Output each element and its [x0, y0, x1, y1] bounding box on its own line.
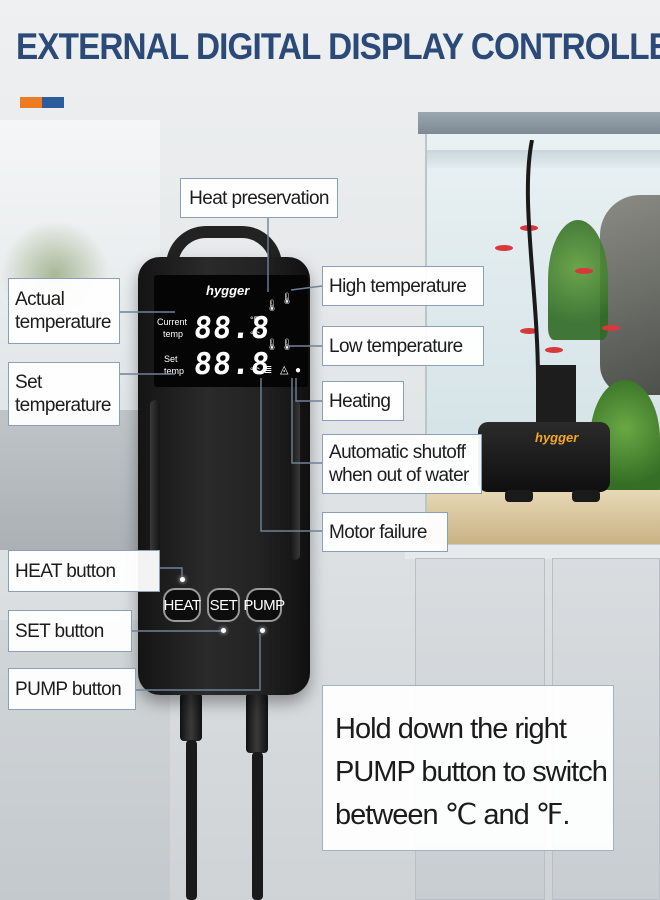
callout-heat-button-text: HEAT button [15, 560, 116, 582]
page-title: EXTERNAL DIGITAL DISPLAY CONTROLLER [16, 26, 660, 67]
note-line3: between ℃ and ℉. [335, 799, 570, 831]
cabinet-top [405, 544, 660, 559]
unit-switch-note: Hold down the right PUMP button to switc… [322, 685, 614, 851]
callout-auto-shutoff: Automatic shutoff when out of water [322, 434, 482, 494]
pump-button[interactable]: PUMP [243, 588, 285, 622]
callout-auto-shutoff-line2: when out of water [329, 465, 469, 486]
heat-indicator-led [180, 577, 185, 582]
pump-foot [572, 490, 600, 502]
heat-preservation-icon: 🌡 [265, 300, 279, 312]
cable-right [252, 752, 263, 900]
callout-actual-temperature-line2: temperature [15, 312, 111, 333]
callout-auto-shutoff-text: Automatic shutoff when out of water [329, 441, 469, 487]
high-temperature-icon: 🌡 [280, 293, 294, 305]
unit-f-indicator: °F [250, 315, 260, 325]
aquarium-sand [427, 490, 660, 544]
device-grip-right [290, 400, 300, 560]
callout-heating-text: Heating [329, 390, 391, 412]
device-brand: hygger [206, 283, 250, 298]
accent-bar-orange [20, 97, 42, 108]
pump-body [478, 422, 610, 492]
callout-pump-button-text: PUMP button [15, 678, 122, 700]
water-surface [427, 150, 660, 168]
set-temp-label-line2: temp [164, 366, 185, 376]
accent-bar-blue [42, 97, 64, 108]
callout-actual-temperature: Actual temperature [8, 278, 120, 344]
callout-low-temperature: Low temperature [322, 326, 484, 366]
pump-brand: hygger [535, 430, 579, 445]
callout-actual-temperature-line1: Actual [15, 289, 65, 310]
auto-shutoff-icon: ● [295, 365, 302, 376]
cable-connector-left [180, 693, 202, 741]
unit-c-indicator-2: °C [250, 366, 261, 376]
device-grip-left [150, 400, 160, 560]
set-indicator-led [221, 628, 226, 633]
callout-heat-button: HEAT button [8, 550, 160, 592]
aquarium-lid [418, 112, 660, 134]
current-temp-label-line2: temp [163, 329, 184, 339]
callout-heat-preservation-text: Heat preservation [189, 187, 329, 209]
callout-auto-shutoff-line1: Automatic shutoff [329, 442, 466, 463]
fish [602, 325, 620, 331]
current-temp-label-line1: Current [157, 317, 188, 327]
fish [495, 245, 513, 251]
aquarium-plant [548, 220, 608, 340]
fish [545, 347, 563, 353]
set-button[interactable]: SET [207, 588, 240, 622]
current-temp-label: Current temp [157, 316, 187, 340]
callout-set-temperature-line2: temperature [15, 395, 111, 416]
pump-indicator-led [260, 628, 265, 633]
callout-heating: Heating [322, 381, 404, 421]
callout-motor-failure-text: Motor failure [329, 521, 427, 543]
aquarium-rock [600, 195, 660, 395]
callout-set-button-text: SET button [15, 620, 104, 642]
callout-set-temperature-text: Set temperature [15, 371, 111, 417]
low-temperature-icon: 🌡 [280, 339, 294, 351]
pump-neck [536, 365, 576, 425]
cable-connector-right [246, 693, 268, 753]
callout-high-temperature: High temperature [322, 266, 484, 306]
callout-actual-temperature-text: Actual temperature [15, 288, 111, 334]
note-line1: Hold down the right [335, 713, 567, 745]
callout-low-temperature-text: Low temperature [329, 335, 463, 357]
callout-set-temperature: Set temperature [8, 362, 120, 426]
callout-set-temperature-line1: Set [15, 372, 42, 393]
furniture-blur [0, 410, 150, 550]
callout-set-button: SET button [8, 610, 132, 652]
fish [575, 268, 593, 274]
pump-tube [525, 140, 540, 380]
fish [520, 328, 538, 334]
motor-failure-icon: ≣ [264, 365, 273, 376]
heat-button[interactable]: HEAT [163, 588, 201, 622]
pump-foot [505, 490, 533, 502]
note-line2: PUMP button to switch [335, 756, 608, 788]
set-temp-label-line1: Set [164, 354, 178, 364]
thermometer-icon: 🌡 [265, 339, 279, 351]
callout-heat-preservation: Heat preservation [180, 178, 338, 218]
callout-motor-failure: Motor failure [322, 512, 448, 552]
heating-icon: ◬ [280, 364, 289, 376]
callout-pump-button: PUMP button [8, 668, 136, 710]
unit-c-indicator: °C [250, 330, 261, 340]
set-temp-label: Set temp [164, 353, 184, 377]
callout-high-temperature-text: High temperature [329, 275, 467, 297]
lcd-screen: hygger Current temp 88.8 °F °C Set temp … [154, 275, 308, 387]
cable-left [186, 740, 197, 900]
